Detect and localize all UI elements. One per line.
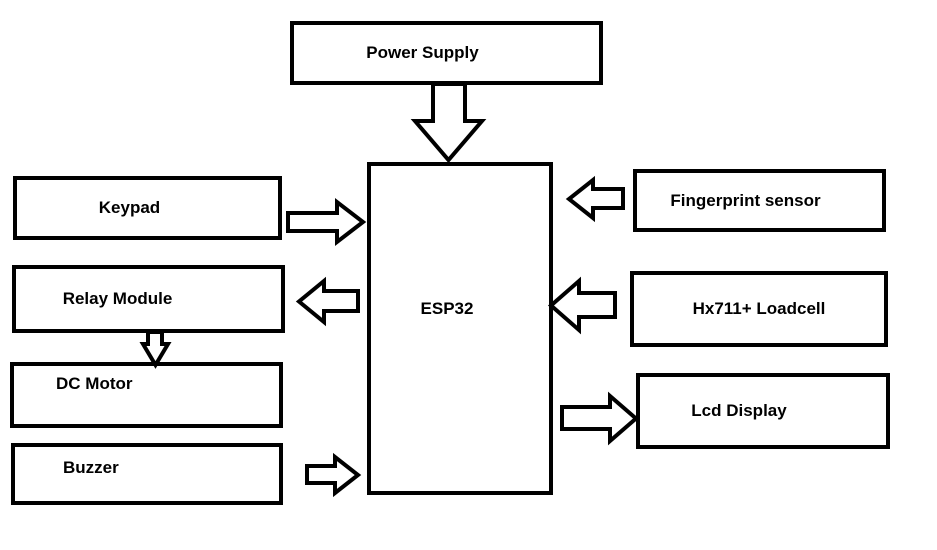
fingerprint-sensor-label: Fingerprint sensor (670, 190, 821, 210)
arrow-fingerprint-sensor-to-esp32-left-icon (565, 175, 625, 223)
lcd-display-box: Lcd Display (636, 373, 890, 449)
dc-motor-label: DC Motor (56, 374, 133, 393)
arrow-keypad-to-esp32-right-icon (286, 197, 367, 247)
keypad-label: Keypad (98, 198, 161, 217)
hx711-loadcell-label: Hx711+ Loadcell (692, 299, 826, 318)
power-supply-box: Power Supply (290, 21, 603, 85)
keypad-box: Keypad (13, 176, 282, 240)
lcd-display-label: Lcd Display (691, 401, 787, 420)
dc-motor-box: DC Motor (10, 362, 283, 428)
buzzer-box: Buzzer (11, 443, 283, 505)
fingerprint-sensor-box: Fingerprint sensor (633, 169, 886, 232)
arrow-esp32-to-lcd-display-right-icon (560, 391, 640, 446)
esp32-box: ESP32 (367, 162, 553, 495)
arrow-relay-module-to-dc-motor-down-icon (139, 330, 172, 369)
relay-module-label: Relay Module (62, 289, 173, 308)
arrow-esp32-to-relay-module-left-icon (295, 276, 360, 327)
buzzer-label: Buzzer (63, 458, 119, 477)
relay-module-box: Relay Module (12, 265, 285, 333)
power-supply-label: Power Supply (366, 43, 479, 62)
arrow-buzzer-to-esp32-right-icon (305, 452, 362, 498)
esp32-label: ESP32 (420, 298, 474, 318)
arrow-hx711-loadcell-to-esp32-left-icon (547, 276, 617, 335)
hx711-loadcell-box: Hx711+ Loadcell (630, 271, 888, 347)
arrow-power-supply-to-esp32-down-icon (410, 82, 487, 164)
